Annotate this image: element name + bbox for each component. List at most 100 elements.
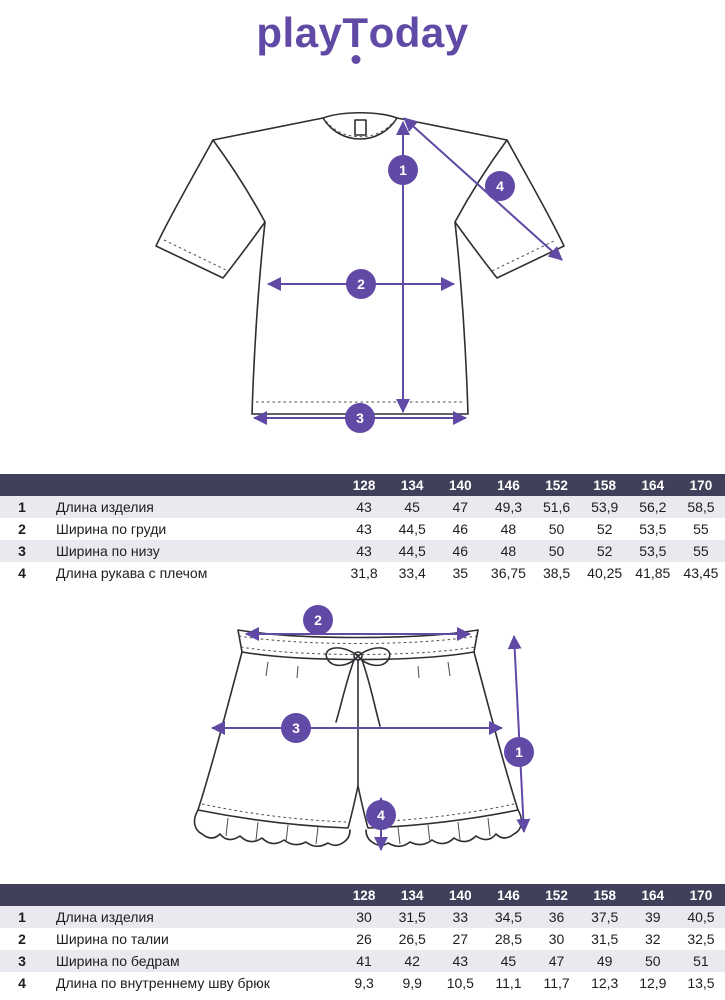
row-number: 1 — [18, 909, 26, 925]
marker-number-1: 1 — [515, 744, 523, 760]
row-label: Ширина по талии — [56, 931, 169, 947]
cell-value: 53,5 — [639, 521, 667, 537]
cell-value: 52 — [596, 543, 613, 559]
cell-value: 53,9 — [591, 499, 619, 515]
row-number: 2 — [18, 931, 26, 947]
marker-number-3: 3 — [356, 410, 364, 426]
size-column-header: 164 — [641, 887, 665, 903]
cell-value: 44,5 — [398, 521, 426, 537]
row-number: 1 — [18, 499, 26, 515]
cuff-stitch-left — [163, 239, 228, 272]
size-column-header: 170 — [689, 887, 713, 903]
drawstring-bow — [324, 647, 391, 727]
cell-value: 30 — [356, 909, 372, 925]
cell-value: 51 — [693, 953, 709, 969]
shorts-drawing: 2 3 1 4 — [193, 605, 534, 851]
hem-stitch-left — [201, 803, 346, 823]
measure-arrow-inseam: 4 — [365, 797, 396, 851]
size-column-header: 140 — [449, 887, 472, 903]
logo-text-post: oday — [368, 9, 469, 56]
waist-gathers — [265, 661, 450, 679]
row-label: Ширина по бедрам — [56, 953, 180, 969]
waistband-stitch-bottom — [240, 646, 475, 655]
measure-arrow-chest: 2 — [266, 269, 455, 299]
row-label: Длина изделия — [56, 499, 154, 515]
cell-value: 45 — [500, 953, 517, 969]
cell-value: 35 — [452, 565, 469, 581]
cell-value: 56,2 — [639, 499, 667, 515]
logo-letter-t: T — [342, 12, 368, 64]
measure-arrow-hips: 3 — [210, 713, 503, 743]
hanger-loop — [353, 119, 367, 136]
cuff-stitch-right — [491, 239, 556, 272]
size-column-header: 128 — [352, 887, 376, 903]
size-column-header: 152 — [545, 887, 568, 903]
cell-value: 48 — [500, 521, 517, 537]
marker-circle-3 — [344, 403, 375, 433]
cell-value: 31,5 — [591, 931, 619, 947]
cell-value: 46 — [452, 521, 469, 537]
cell-value: 43 — [452, 953, 469, 969]
marker-circle-3 — [280, 713, 311, 743]
size-column-header: 170 — [689, 477, 713, 493]
row-number: 4 — [18, 975, 26, 991]
row-label: Ширина по груди — [56, 521, 167, 537]
cell-value: 36,75 — [490, 565, 526, 581]
cell-value: 49,3 — [494, 499, 523, 515]
cell-value: 43,45 — [683, 565, 719, 581]
cell-value: 31,8 — [350, 565, 378, 581]
cell-value: 51,6 — [542, 499, 571, 515]
marker-circle-2 — [302, 605, 333, 635]
size-column-header: 164 — [641, 477, 665, 493]
marker-number-4: 4 — [496, 178, 504, 194]
size-column-header: 152 — [545, 477, 568, 493]
row-number: 2 — [18, 521, 26, 537]
cell-value: 42 — [404, 953, 420, 969]
cell-value: 58,5 — [687, 499, 715, 515]
tshirt-outline — [154, 112, 565, 415]
row-label: Ширина по низу — [56, 543, 160, 559]
cell-value: 45 — [404, 499, 420, 515]
cell-value: 47 — [452, 499, 469, 515]
cell-value: 13,5 — [687, 975, 715, 991]
cell-value: 50 — [645, 953, 661, 969]
cell-value: 43 — [356, 543, 372, 559]
marker-number-2: 2 — [357, 276, 365, 292]
row-number: 3 — [18, 543, 26, 559]
cell-value: 9,9 — [402, 975, 422, 991]
size-column-header: 134 — [400, 477, 424, 493]
cell-value: 38,5 — [542, 565, 571, 581]
row-number: 3 — [18, 953, 26, 969]
cell-value: 34,5 — [494, 909, 523, 925]
cell-value: 32,5 — [687, 931, 715, 947]
cell-value: 55 — [693, 521, 709, 537]
logo-text-pre: play — [256, 9, 343, 56]
marker-number-4: 4 — [377, 807, 385, 823]
cell-value: 44,5 — [398, 543, 426, 559]
marker-number-3: 3 — [292, 720, 300, 736]
cell-value: 43 — [356, 521, 372, 537]
cell-value: 55 — [693, 543, 709, 559]
cell-value: 41 — [356, 953, 372, 969]
cell-value: 41,85 — [635, 565, 671, 581]
cell-value: 46 — [452, 543, 469, 559]
cell-value: 12,9 — [639, 975, 667, 991]
cell-value: 33,4 — [398, 565, 426, 581]
cell-value: 10,5 — [446, 975, 474, 991]
marker-circle-1 — [503, 737, 534, 767]
cell-value: 28,5 — [494, 931, 523, 947]
measure-arrow-length: 1 — [503, 635, 534, 833]
cell-value: 53,5 — [639, 543, 667, 559]
size-column-header: 158 — [593, 887, 616, 903]
cell-value: 37,5 — [591, 909, 619, 925]
